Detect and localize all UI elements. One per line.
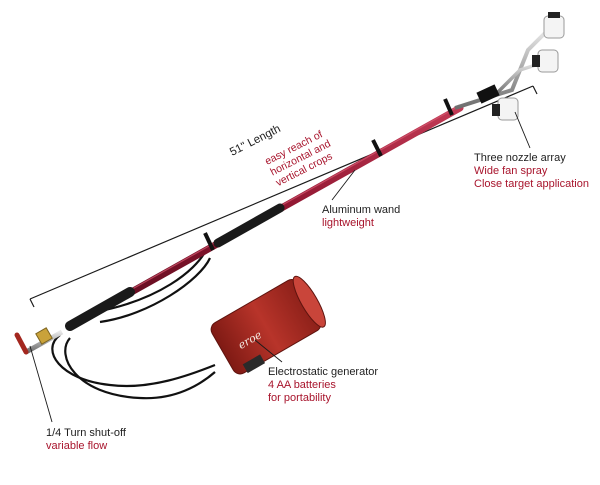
- shutoff-line-1: variable flow: [46, 440, 108, 452]
- wand-callout: Aluminum wand lightweight: [322, 204, 400, 230]
- generator-callout: Electrostatic generator 4 AA batteries f…: [268, 366, 378, 405]
- nozzle-line-2: Close target application: [474, 178, 589, 190]
- generator-line-2: for portability: [268, 392, 331, 404]
- generator-line-1: 4 AA batteries: [268, 379, 336, 391]
- aluminum-wand: [65, 98, 464, 331]
- nozzle-callout: Three nozzle array Wide fan spray Close …: [474, 152, 589, 191]
- power-cable: [51, 251, 216, 400]
- shutoff-title: 1/4 Turn shut-off: [46, 427, 126, 439]
- electrostatic-generator: eroe: [210, 275, 326, 375]
- nozzle-bottom: [492, 97, 519, 121]
- generator-title: Electrostatic generator: [268, 366, 379, 378]
- shutoff-valve: [14, 327, 64, 355]
- nozzle-top: [543, 12, 565, 39]
- length-bracket: [29, 85, 538, 308]
- nozzle-array: [454, 12, 565, 121]
- wand-line-1: lightweight: [322, 217, 374, 229]
- nozzle-line-1: Wide fan spray: [474, 165, 548, 177]
- nozzle-title: Three nozzle array: [474, 152, 566, 164]
- leader-lines: [29, 111, 531, 423]
- wand-title: Aluminum wand: [322, 204, 401, 216]
- shutoff-callout: 1/4 Turn shut-off variable flow: [46, 427, 126, 453]
- nozzle-middle: [532, 49, 559, 73]
